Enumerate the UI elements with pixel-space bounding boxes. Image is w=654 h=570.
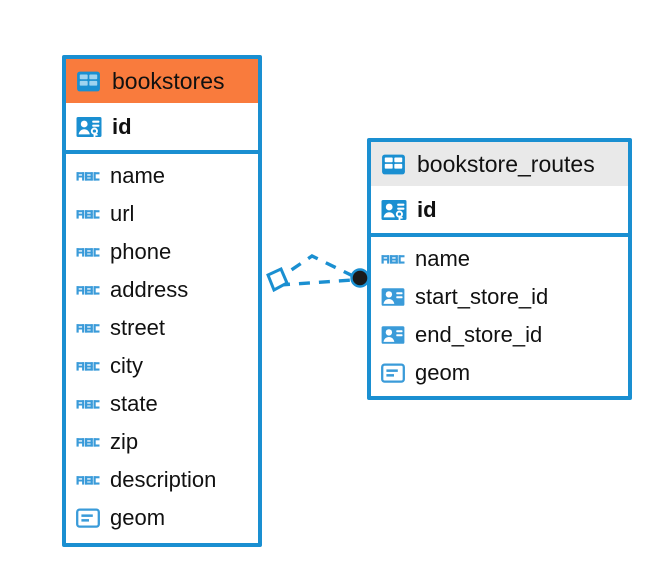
abc-icon [381,255,405,264]
field-label: street [110,315,166,340]
geometry-icon [76,508,100,528]
field-label: url [110,201,135,226]
abc-icon [76,286,100,295]
field-row[interactable]: name [66,157,258,195]
relationship-line-lower [278,278,354,287]
abc-icon [76,400,100,409]
entity-bookstores-field-list: name url [66,154,258,541]
field-label: phone [110,239,172,264]
field-label: id [112,113,132,139]
field-label: start_store_id [415,284,549,309]
field-row[interactable]: description [66,461,258,499]
abc-icon [76,248,100,257]
field-label: id [417,196,437,222]
field-row[interactable]: street [66,309,258,347]
entity-bookstores-primary-key-row[interactable]: id [66,103,258,154]
entity-bookstore-routes[interactable]: bookstore_routes id [367,138,632,400]
abc-icon [76,476,100,485]
field-row[interactable]: city [66,347,258,385]
foreign-key-icon [381,326,405,344]
abc-icon [76,324,100,333]
field-label: end_store_id [415,322,543,347]
relationship-line-upper [274,254,356,283]
field-label: geom [415,360,471,385]
field-row[interactable]: phone [66,233,258,271]
field-row[interactable]: name [371,240,628,278]
entity-bookstore-routes-title: bookstore_routes [417,150,595,177]
entity-bookstore-routes-header[interactable]: bookstore_routes [371,142,628,186]
field-label: geom [110,505,166,530]
abc-icon [76,172,100,181]
field-label: city [110,353,143,378]
circle-marker[interactable] [350,268,370,288]
field-row[interactable]: address [66,271,258,309]
field-label: name [415,246,471,271]
field-label: address [110,277,189,302]
entity-bookstores-header[interactable]: bookstores [66,59,258,103]
field-row[interactable]: geom [371,354,628,392]
field-row[interactable]: state [66,385,258,423]
field-label: state [110,391,158,416]
field-label: name [110,163,166,188]
field-row[interactable]: url [66,195,258,233]
abc-icon [76,362,100,371]
diamond-marker[interactable] [266,266,289,293]
field-label: zip [110,429,139,454]
entity-bookstores-title: bookstores [112,67,225,94]
entity-bookstores[interactable]: bookstores id [62,55,262,547]
geometry-icon [381,363,405,383]
field-row[interactable]: start_store_id [371,278,628,316]
table-icon [382,154,405,174]
field-label: description [110,467,217,492]
table-icon [77,71,100,91]
foreign-key-icon [381,288,405,306]
field-row[interactable]: zip [66,423,258,461]
field-row[interactable]: geom [66,499,258,537]
primary-key-icon [76,116,102,137]
abc-icon [76,438,100,447]
field-row[interactable]: end_store_id [371,316,628,354]
abc-icon [76,210,100,219]
primary-key-icon [381,199,407,220]
entity-bookstore-routes-primary-key-row[interactable]: id [371,186,628,237]
entity-bookstore-routes-field-list: name start_store_id [371,237,628,396]
